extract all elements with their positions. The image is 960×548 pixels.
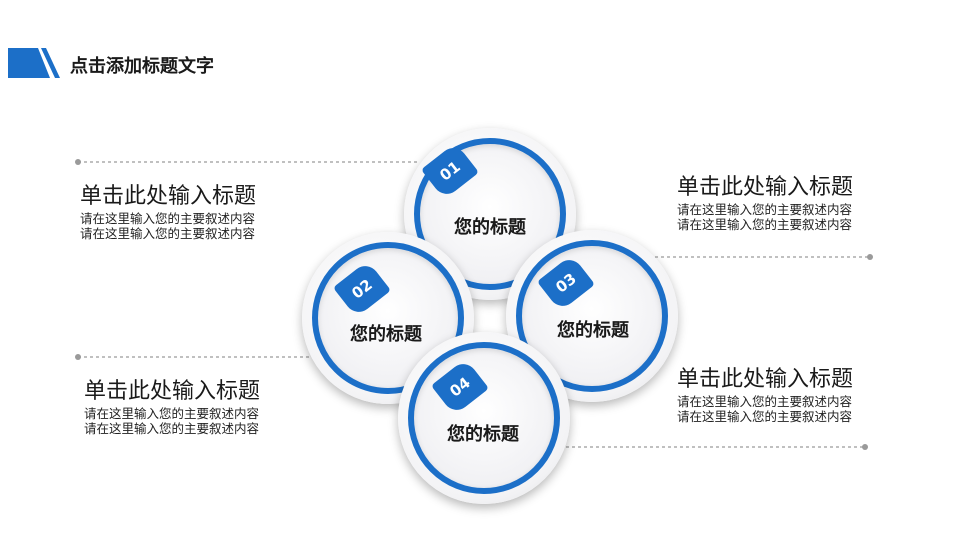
text-block-top-right: 单击此处输入标题 请在这里输入您的主要叙述内容 请在这里输入您的主要叙述内容 [677, 174, 853, 232]
badge-number: 04 [446, 373, 474, 401]
block-title: 单击此处输入标题 [677, 175, 854, 200]
connector-dot [867, 254, 873, 260]
badge-number: 03 [552, 269, 580, 297]
circle-label: 您的标题 [454, 217, 526, 238]
circle-03: 03 您的标题 [506, 230, 678, 402]
slide-title: 点击添加标题文字 [70, 56, 214, 77]
circle-label: 您的标题 [350, 324, 422, 345]
badge-number: 02 [348, 275, 376, 303]
connector-dot [862, 444, 868, 450]
circle-label: 您的标题 [447, 424, 519, 445]
circle-ring [408, 342, 560, 494]
block-title: 单击此处输入标题 [80, 184, 257, 209]
header-logo-icon [8, 48, 60, 78]
circle-04: 04 您的标题 [398, 332, 570, 504]
block-text-line: 请在这里输入您的主要叙述内容 [677, 217, 853, 232]
block-text-line: 请在这里输入您的主要叙述内容 [84, 421, 260, 436]
text-block-top-left: 单击此处输入标题 请在这里输入您的主要叙述内容 请在这里输入您的主要叙述内容 [80, 183, 256, 241]
connector-dot [75, 354, 81, 360]
block-text-line: 请在这里输入您的主要叙述内容 [80, 226, 256, 241]
badge-number: 01 [436, 157, 464, 185]
text-block-bottom-right: 单击此处输入标题 请在这里输入您的主要叙述内容 请在这里输入您的主要叙述内容 [677, 366, 853, 424]
block-text-line: 请在这里输入您的主要叙述内容 [677, 394, 853, 409]
block-text-line: 请在这里输入您的主要叙述内容 [84, 406, 260, 421]
block-text-line: 请在这里输入您的主要叙述内容 [677, 202, 853, 217]
block-title: 单击此处输入标题 [677, 367, 854, 392]
connector-dot [75, 159, 81, 165]
text-block-bottom-left: 单击此处输入标题 请在这里输入您的主要叙述内容 请在这里输入您的主要叙述内容 [84, 378, 260, 436]
block-title: 单击此处输入标题 [84, 379, 261, 404]
circle-ring [516, 240, 668, 392]
block-text-line: 请在这里输入您的主要叙述内容 [677, 409, 853, 424]
circle-label: 您的标题 [557, 320, 629, 341]
block-text-line: 请在这里输入您的主要叙述内容 [80, 211, 256, 226]
